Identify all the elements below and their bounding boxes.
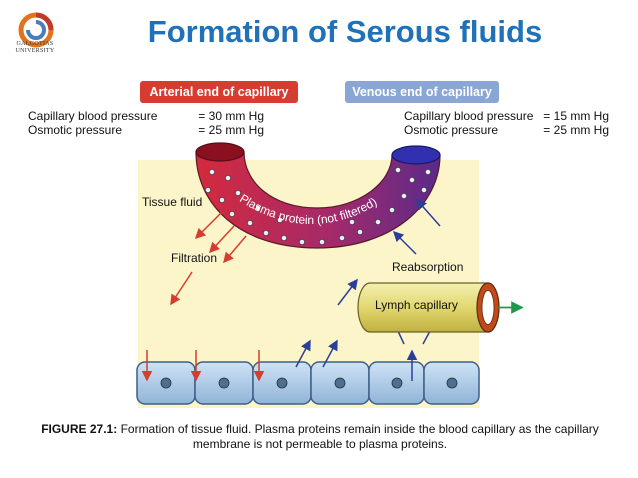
blood-capillary: Plasma protein (not filtered) [195,142,441,249]
arterial-osmotic-pressure: Osmotic pressure = 25 mm Hg [28,123,264,137]
venous-capillary-pressure: Capillary blood pressure = 15 mm Hg [404,109,609,123]
cell-nucleus [391,377,403,389]
cell-nucleus [218,377,230,389]
tissue-fluid-label: Tissue fluid [142,195,202,209]
arterial-opening [195,142,245,162]
cell-nucleus [276,377,288,389]
arterial-end-tag: Arterial end of capillary [140,81,298,103]
pressure-label: Osmotic pressure [28,123,123,137]
lymph-capillary-label: Lymph capillary [375,298,458,312]
figure-caption: FIGURE 27.1: Formation of tissue fluid. … [30,422,610,452]
logo-swirl-icon [18,12,54,48]
cell-nucleus [446,377,458,389]
caption-text-1: Formation of tissue fluid. Plasma protei… [120,422,599,436]
logo-sub: UNIVERSITY [15,48,55,54]
reabsorption-label: Reabsorption [392,260,463,274]
pressure-value: = 30 mm Hg [198,109,264,123]
logo-name: GALGOTIAS [16,41,54,47]
arterial-capillary-pressure: Capillary blood pressure = 30 mm Hg [28,109,264,123]
lymph-capillary [357,282,524,333]
university-logo [6,10,66,60]
venous-osmotic-pressure: Osmotic pressure = 25 mm Hg [404,123,609,137]
arterial-pressure-info: Capillary blood pressure = 30 mm Hg Osmo… [28,109,264,137]
venous-pressure-info: Capillary blood pressure = 15 mm Hg Osmo… [404,109,609,137]
pressure-value: = 15 mm Hg [543,109,609,123]
pressure-label: Capillary blood pressure [28,109,158,123]
pressure-label: Capillary blood pressure [404,109,534,123]
caption-figure-number: FIGURE 27.1: [41,422,118,436]
pressure-value: = 25 mm Hg [543,123,609,137]
cell-nucleus [160,377,172,389]
caption-line-1: FIGURE 27.1: Formation of tissue fluid. … [30,422,610,437]
page-title: Formation of Serous fluids [147,14,543,49]
plasma-protein-dots [205,167,431,245]
logo-text: GALGOTIAS UNIVERSITY [2,41,68,55]
venous-opening [391,145,441,165]
pressure-value: = 25 mm Hg [198,123,264,137]
tissue-cells [136,361,480,405]
pressure-label: Osmotic pressure [404,123,499,137]
venous-end-tag: Venous end of capillary [345,81,499,103]
filtration-label: Filtration [171,251,217,265]
caption-text-2: membrane is not permeable to plasma prot… [192,437,448,451]
cell-nucleus [334,377,346,389]
filtration-arrows [141,211,265,382]
